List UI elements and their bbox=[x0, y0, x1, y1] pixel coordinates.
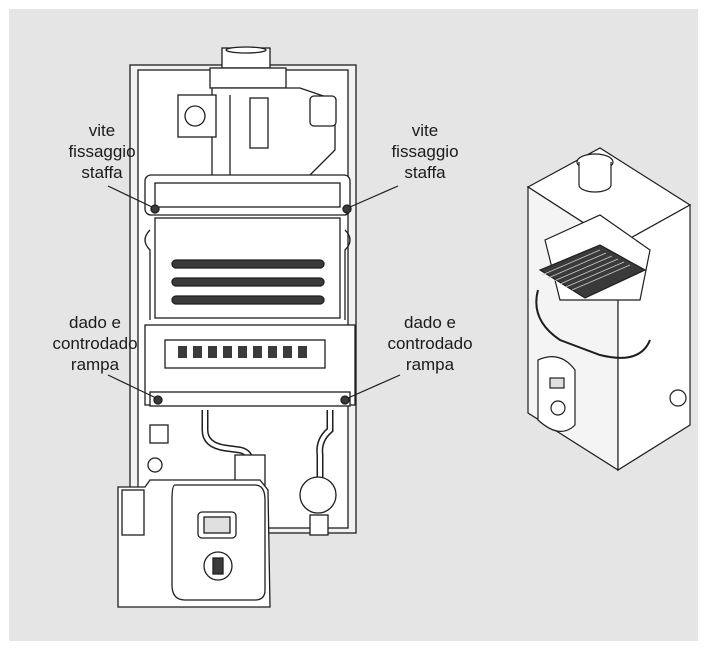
label-line: vite bbox=[88, 121, 116, 140]
leader-line-nut-left bbox=[107, 374, 157, 399]
label-line: vite bbox=[411, 121, 439, 140]
label-line: fissaggio bbox=[68, 142, 136, 161]
label-screw-right: vite fissaggio staffa bbox=[375, 120, 475, 183]
label-line: dado e bbox=[69, 313, 121, 332]
boiler-front-view-icon bbox=[117, 46, 357, 608]
label-line: rampa bbox=[70, 355, 120, 374]
label-line: dado e bbox=[404, 313, 456, 332]
label-nut-left: dado e controdado rampa bbox=[30, 312, 160, 375]
boiler-isometric-view-icon bbox=[526, 147, 692, 472]
label-line: staffa bbox=[81, 163, 123, 182]
leader-line-screw-right bbox=[349, 185, 399, 208]
label-screw-left: vite fissaggio staffa bbox=[52, 120, 152, 183]
label-nut-right: dado e controdado rampa bbox=[365, 312, 495, 375]
label-line: rampa bbox=[405, 355, 455, 374]
label-line: staffa bbox=[404, 163, 446, 182]
label-line: fissaggio bbox=[391, 142, 459, 161]
leader-line-nut-right bbox=[347, 374, 401, 399]
label-line: controdado bbox=[52, 334, 138, 353]
leader-line-screw-left bbox=[107, 185, 153, 208]
label-line: controdado bbox=[387, 334, 473, 353]
